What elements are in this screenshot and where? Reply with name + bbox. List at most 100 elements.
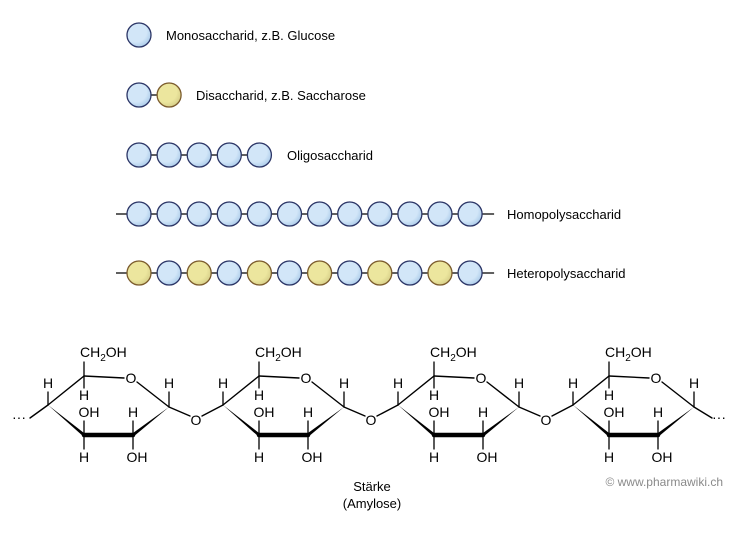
glycosidic-bond — [551, 404, 574, 417]
legend-row-heteropolysaccharid: Heteropolysaccharid — [116, 260, 626, 286]
monosaccharide-unit-yellow — [306, 260, 333, 286]
ring-bond — [47, 375, 85, 406]
wedge-bond — [308, 407, 344, 437]
hydrogen-label: H — [218, 375, 228, 391]
chain-continuation-right: ··· — [712, 409, 726, 425]
monosaccharide-unit-blue — [156, 201, 182, 227]
caption-staerke: Stärke — [353, 479, 391, 494]
monosaccharide-unit-yellow — [126, 260, 152, 286]
monosaccharide-unit-blue — [457, 260, 483, 286]
monosaccharide-unit-yellow — [246, 260, 273, 286]
monosaccharide-unit-blue — [216, 260, 242, 286]
glycosidic-bond — [168, 406, 191, 417]
wedge-bond — [658, 407, 694, 437]
glycosidic-bond — [376, 404, 399, 417]
monosaccharide-unit-blue — [156, 260, 182, 286]
hydroxyl-label: OH — [604, 404, 625, 420]
monosaccharide-unit-blue — [276, 201, 303, 227]
hydrogen-label: H — [79, 449, 89, 465]
glycosidic-bond — [343, 406, 366, 417]
hydrogen-label: H — [254, 449, 264, 465]
label-monosaccharid: Monosaccharid, z.B. Glucose — [166, 28, 335, 43]
glycosidic-bond — [518, 406, 541, 417]
ring-bond — [83, 375, 125, 379]
wedge-bond — [483, 407, 519, 437]
wedge-bond — [48, 405, 84, 437]
ring-oxygen-label: O — [651, 370, 662, 386]
ring-bond — [433, 375, 475, 379]
hydrogen-label: H — [568, 375, 578, 391]
hydrogen-label: H — [689, 375, 699, 391]
hydrogen-label: H — [303, 404, 313, 420]
monosaccharide-unit-blue — [337, 260, 363, 286]
ring-bond — [222, 375, 260, 406]
glycosidic-oxygen-label: O — [366, 412, 377, 428]
monosaccharide-unit-blue — [397, 260, 423, 286]
label-heteropolysaccharid: Heteropolysaccharid — [507, 266, 626, 281]
hydrogen-label: H — [429, 387, 439, 403]
hydroxyl-label: OH — [254, 404, 275, 420]
hydrogen-label: H — [164, 375, 174, 391]
caption-amylose: (Amylose) — [343, 496, 402, 511]
monosaccharide-unit-blue — [397, 201, 423, 227]
ch2oh-label: CH2OH — [80, 344, 127, 364]
hydrogen-label: H — [514, 375, 524, 391]
ch2oh-label: CH2OH — [430, 344, 477, 364]
monosaccharide-unit-blue — [186, 142, 212, 168]
ring-bond — [311, 381, 345, 408]
label-disaccharid: Disaccharid, z.B. Saccharose — [196, 88, 366, 103]
copyright-notice: © www.pharmawiki.ch — [605, 475, 723, 489]
monosaccharide-unit-yellow — [427, 260, 453, 286]
label-homopolysaccharid: Homopolysaccharid — [507, 207, 621, 222]
hydrogen-label: H — [604, 387, 614, 403]
monosaccharide-unit-blue — [186, 201, 212, 227]
hydrogen-label: H — [79, 387, 89, 403]
legend-row-monosaccharid: Monosaccharid, z.B. Glucose — [126, 22, 335, 48]
wedge-bond — [398, 405, 434, 437]
hydrogen-label: H — [429, 449, 439, 465]
monosaccharide-unit-blue — [246, 201, 273, 227]
monosaccharide-unit-blue — [306, 201, 333, 227]
ring-bond — [572, 375, 610, 406]
legend-row-homopolysaccharid: Homopolysaccharid — [116, 201, 621, 227]
ring-oxygen-label: O — [301, 370, 312, 386]
hydroxyl-label: OH — [429, 404, 450, 420]
ring-bond — [136, 381, 170, 408]
monosaccharide-unit-blue — [156, 142, 182, 168]
monosaccharide-unit-blue — [126, 82, 152, 108]
hydrogen-label: H — [43, 375, 53, 391]
wedge-bond — [133, 407, 169, 437]
ch2oh-label: CH2OH — [255, 344, 302, 364]
monosaccharide-unit-yellow — [156, 82, 182, 108]
hydroxyl-label: OH — [652, 449, 673, 465]
glycosidic-bond — [201, 404, 224, 417]
ring-bond — [608, 375, 650, 379]
glycosidic-oxygen-label: O — [191, 412, 202, 428]
monosaccharide-unit-blue — [337, 201, 363, 227]
hydroxyl-label: OH — [302, 449, 323, 465]
monosaccharide-unit-blue — [276, 260, 303, 286]
monosaccharide-unit-yellow — [186, 260, 212, 286]
monosaccharide-unit-blue — [126, 142, 152, 168]
hydroxyl-label: OH — [79, 404, 100, 420]
hydrogen-label: H — [128, 404, 138, 420]
ring-bond — [258, 375, 300, 379]
legend-row-oligosaccharid: Oligosaccharid — [126, 142, 373, 168]
chain-continuation-left: ··· — [12, 409, 26, 425]
monosaccharide-unit-blue — [126, 201, 152, 227]
monosaccharide-unit-blue — [126, 22, 152, 48]
hydroxyl-label: OH — [127, 449, 148, 465]
chain-end-bond — [693, 406, 713, 419]
hydrogen-label: H — [604, 449, 614, 465]
monosaccharide-unit-yellow — [367, 260, 393, 286]
wedge-bond — [223, 405, 259, 437]
wedge-bond — [573, 405, 609, 437]
ring-oxygen-label: O — [476, 370, 487, 386]
monosaccharide-unit-blue — [216, 201, 242, 227]
saccharide-legend: Monosaccharid, z.B. Glucose Disaccharid,… — [116, 22, 626, 286]
legend-row-disaccharid: Disaccharid, z.B. Saccharose — [126, 82, 366, 108]
monosaccharide-unit-blue — [427, 201, 453, 227]
ch2oh-label: CH2OH — [605, 344, 652, 364]
